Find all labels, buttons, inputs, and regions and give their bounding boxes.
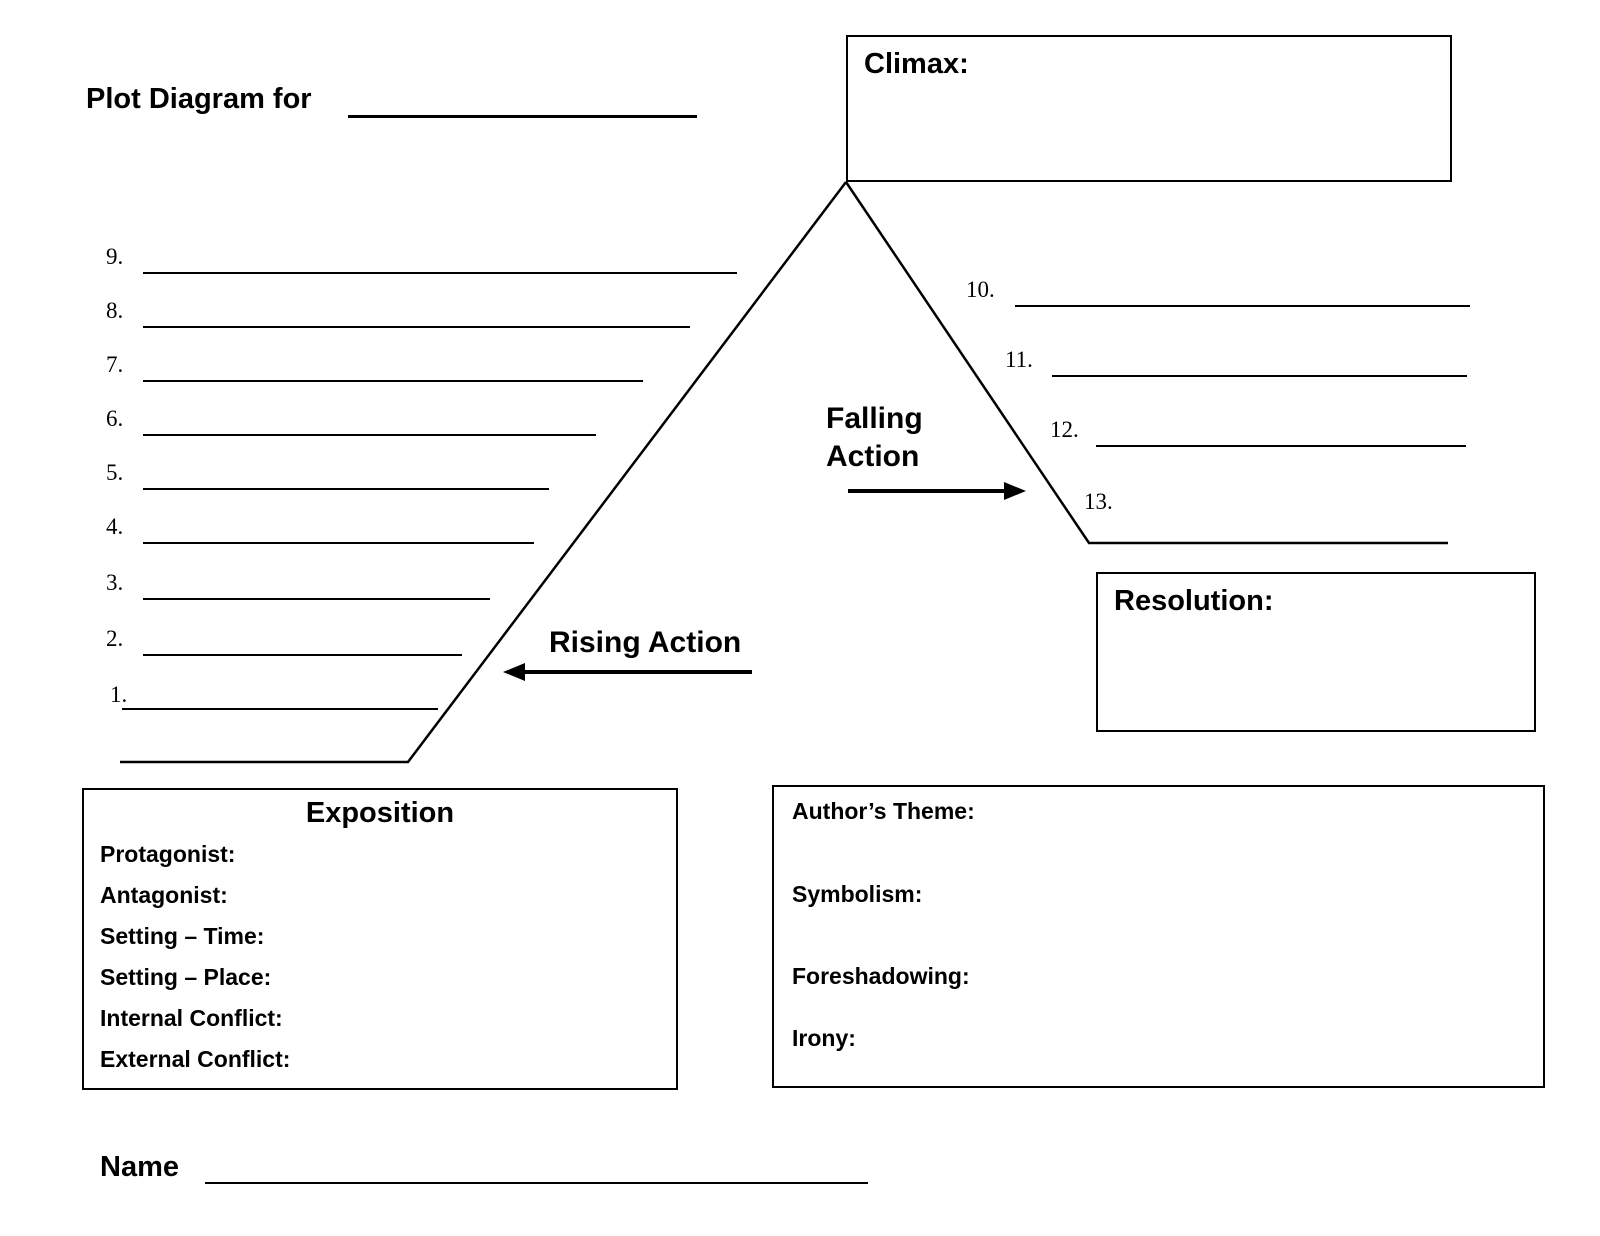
- blank-number-12: 12.: [1050, 417, 1079, 442]
- blank-number-8: 8.: [106, 298, 124, 323]
- blank-number-10: 10.: [966, 277, 995, 302]
- theme-field-foreshadowing: Foreshadowing:: [792, 963, 970, 989]
- name-label: Name: [100, 1151, 179, 1183]
- exposition-field-setting-time: Setting – Time:: [100, 923, 265, 949]
- blank-number-3: 3.: [106, 570, 124, 595]
- exposition-field-protagonist: Protagonist:: [100, 841, 236, 867]
- blank-number-9: 9.: [106, 244, 124, 269]
- blank-number-1: 1.: [110, 682, 128, 707]
- exposition-field-setting-place: Setting – Place:: [100, 964, 272, 990]
- blank-number-5: 5.: [106, 460, 124, 485]
- blank-number-7: 7.: [106, 352, 124, 377]
- blank-number-4: 4.: [106, 514, 124, 539]
- name-blank-line: [205, 1182, 868, 1184]
- blank-line-8: [143, 326, 690, 328]
- blank-line-2: [143, 654, 462, 656]
- blank-number-2: 2.: [106, 626, 124, 651]
- falling-action-line: [844, 181, 1448, 545]
- falling-action-label-line2: Action: [826, 440, 920, 473]
- rising-action-label: Rising Action: [549, 626, 742, 659]
- exposition-box: Exposition Protagonist: Antagonist: Sett…: [82, 788, 678, 1090]
- blank-line-4: [143, 542, 534, 544]
- blank-number-6: 6.: [106, 406, 124, 431]
- page-title: Plot Diagram for: [86, 83, 312, 115]
- climax-label: Climax:: [864, 48, 969, 80]
- exposition-field-external-conflict: External Conflict:: [100, 1046, 291, 1072]
- climax-box: Climax:: [846, 35, 1452, 182]
- blank-line-5: [143, 488, 549, 490]
- theme-field-authors-theme: Author’s Theme:: [792, 798, 975, 824]
- blank-line-3: [143, 598, 490, 600]
- rising-action-line: [120, 181, 847, 764]
- blank-line-1: [122, 708, 438, 710]
- falling-action-label: Falling Action: [826, 400, 923, 476]
- blank-line-6: [143, 434, 596, 436]
- title-blank-line: [348, 115, 697, 118]
- rising-action-arrow-icon: [503, 663, 752, 681]
- theme-box: Author’s Theme: Symbolism: Foreshadowing…: [772, 785, 1545, 1088]
- theme-field-irony: Irony:: [792, 1025, 856, 1051]
- exposition-field-antagonist: Antagonist:: [100, 882, 228, 908]
- theme-field-symbolism: Symbolism:: [792, 881, 923, 907]
- blank-line-7: [143, 380, 643, 382]
- blank-number-11: 11.: [1005, 347, 1033, 372]
- falling-action-label-line1: Falling: [826, 402, 923, 435]
- blank-line-10: [1015, 305, 1470, 307]
- resolution-box: Resolution:: [1096, 572, 1536, 732]
- blank-line-11: [1052, 375, 1467, 377]
- blank-number-13: 13.: [1084, 489, 1113, 514]
- blank-line-9: [143, 272, 737, 274]
- exposition-field-internal-conflict: Internal Conflict:: [100, 1005, 283, 1031]
- exposition-title: Exposition: [305, 797, 455, 829]
- falling-action-arrow-icon: [848, 482, 1026, 500]
- blank-line-12: [1096, 445, 1466, 447]
- resolution-label: Resolution:: [1114, 585, 1274, 617]
